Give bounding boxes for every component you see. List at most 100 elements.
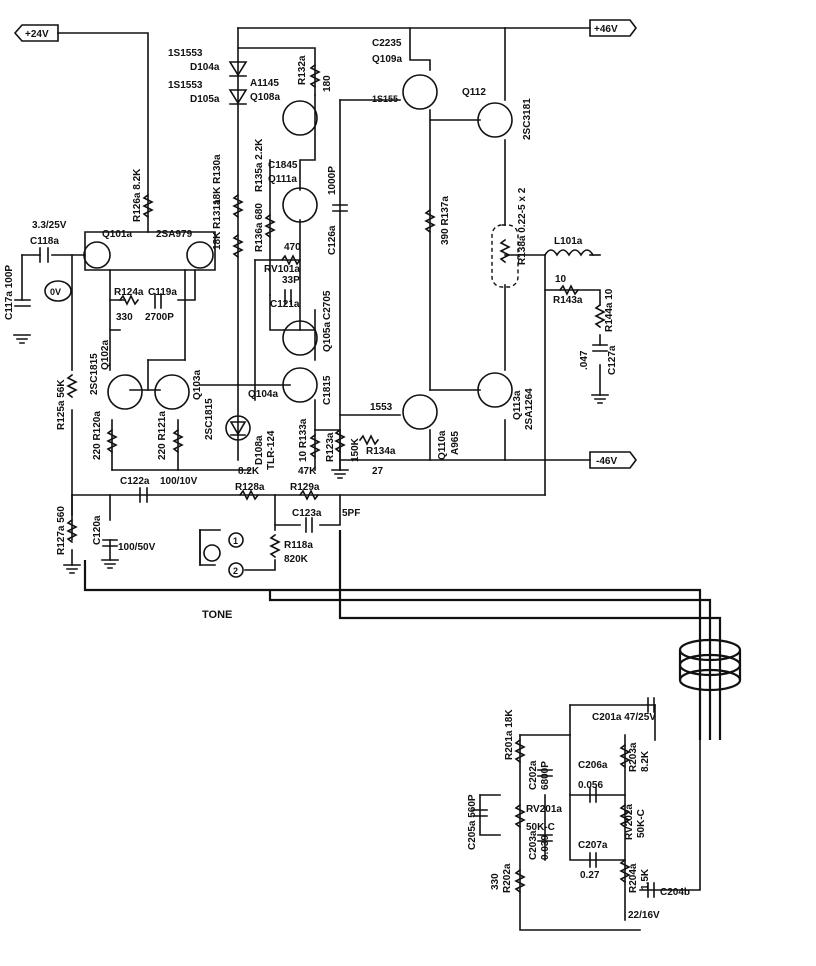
ground-symbol <box>331 469 349 479</box>
label-d105: D105a <box>190 94 220 105</box>
r138-enclosure <box>491 224 519 288</box>
capacitor-c121 <box>284 289 292 305</box>
label-r204v: 1.5K <box>640 868 651 890</box>
resistor-r129 <box>298 489 320 501</box>
label-q104: Q104a <box>248 389 278 400</box>
label-r126: R126a 8.2K <box>132 168 143 222</box>
label-r131: 18K R131a <box>212 199 223 250</box>
label-c204v: 22/16V <box>628 910 660 921</box>
terminal-46v-top <box>589 19 637 37</box>
label-r144: R144a 10 <box>604 288 615 332</box>
labels: +24V +46V -46V 0V C117a 100P C118a 3.3/2… <box>4 24 690 921</box>
label-r138: R138a 0.22-5 x 2 <box>517 187 528 265</box>
resistor-r120 <box>106 428 118 454</box>
label-sc1815r: 2SC1815 <box>204 398 215 440</box>
label-is1553b: 1553 <box>370 402 393 413</box>
label-rv202: RV202a <box>624 804 635 840</box>
resistor-r204 <box>619 858 631 884</box>
label-sa979: 2SA979 <box>156 229 193 240</box>
label-d108: D108a <box>254 435 265 465</box>
label-q113: Q113a <box>512 390 523 420</box>
label-r123: R123a <box>325 432 336 462</box>
label-c126v: 1000P <box>327 166 338 195</box>
resistor-r124 <box>118 294 140 306</box>
terminal-24v <box>13 24 59 42</box>
capacitor-c118 <box>39 247 49 263</box>
label-c127: C127a <box>607 345 618 375</box>
resistor-r128 <box>238 489 260 501</box>
label-r204: R204a <box>628 863 639 893</box>
label-c118: C118a <box>30 236 59 247</box>
resistor-r203 <box>619 743 631 769</box>
label-r203: R203a <box>628 742 639 772</box>
label-r134: R134a <box>366 446 396 457</box>
label-q111: Q111a <box>268 174 297 185</box>
label-r202: R202a <box>502 863 513 893</box>
label-is155: 1S155 <box>372 94 398 104</box>
label-c118v: 3.3/25V <box>32 220 67 231</box>
rail-plus24: +24V <box>25 29 49 40</box>
ground-symbol <box>101 559 119 569</box>
resistor-r202 <box>514 868 526 894</box>
capacitor-c122 <box>139 487 148 503</box>
transistor-q113 <box>477 372 513 408</box>
label-r118v: 820K <box>284 554 309 565</box>
capacitor-c119 <box>154 293 162 309</box>
label-c206: C206a <box>578 760 608 771</box>
transistor-q101-right <box>186 241 214 269</box>
label-c127v: .047 <box>579 350 590 370</box>
label-c203v: 0.039 <box>540 835 551 860</box>
label-c2235: C2235 <box>372 38 402 49</box>
transistor-q108 <box>282 100 318 136</box>
label-r118: R118a <box>284 540 313 551</box>
label-sa1264: 2SA1264 <box>524 388 535 430</box>
label-r124v: 330 <box>116 312 133 323</box>
label-r128v: 8.2K <box>238 466 260 477</box>
label-sw2: 2 <box>233 566 238 576</box>
ground-symbol <box>591 394 609 404</box>
label-tlr: TLR-124 <box>266 430 277 470</box>
capacitor-c127 <box>592 344 608 352</box>
transistor-q103 <box>154 374 190 410</box>
label-tone: TONE <box>202 609 232 621</box>
switch-wiper <box>203 544 221 562</box>
diode-d104 <box>228 61 248 77</box>
capacitor-c207 <box>589 852 597 868</box>
label-c207v: 0.27 <box>580 870 600 881</box>
resistor-r143 <box>558 284 580 296</box>
transistor-q102 <box>107 374 143 410</box>
label-r121: 220 R121a <box>157 411 168 460</box>
resistor-r132 <box>309 63 321 89</box>
label-c1845: C1845 <box>268 160 298 171</box>
label-rv101v: 470 <box>284 242 301 253</box>
resistor-r126 <box>142 193 154 219</box>
label-r130: 18K R130a <box>212 154 223 205</box>
capacitor-c201 <box>647 697 655 713</box>
label-r132: R132a <box>297 55 308 85</box>
label-r133: 10 R133a <box>298 418 309 462</box>
label-r143: R143a <box>553 295 583 306</box>
label-c123: C123a <box>292 508 322 519</box>
capacitor-c203 <box>537 834 553 842</box>
label-r129v: 47K <box>298 466 317 477</box>
potentiometer-rv202 <box>619 803 631 829</box>
label-r128: R128a <box>235 482 265 493</box>
switch-contact-2 <box>228 562 244 578</box>
resistor-r134 <box>358 434 380 446</box>
resistor-r123 <box>334 428 346 454</box>
inductor-l101 <box>543 249 595 257</box>
label-q102: Q102a <box>100 340 111 370</box>
rail-minus46: -46V <box>596 456 617 467</box>
label-rv201v: 50K-C <box>526 822 555 833</box>
label-q108: Q108a <box>250 92 280 103</box>
label-r136: R136a 680 <box>254 203 265 252</box>
label-q105: Q105a <box>322 322 333 352</box>
label-sc1815l: 2SC1815 <box>89 353 100 395</box>
label-c2705: C2705 <box>322 290 333 320</box>
label-c120: C120a <box>92 515 103 545</box>
capacitor-c126 <box>332 204 348 212</box>
label-c121v: 33P <box>282 275 300 286</box>
label-r123v: 150K <box>350 437 361 462</box>
label-d104: D104a <box>190 62 220 73</box>
